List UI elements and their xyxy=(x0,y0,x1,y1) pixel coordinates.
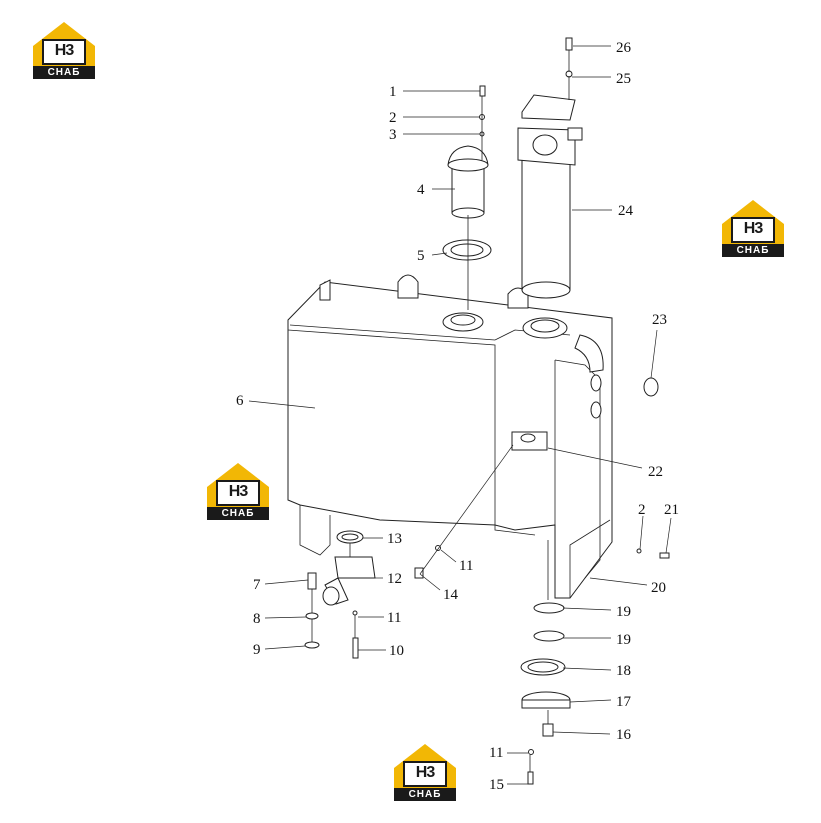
logo-subtext: СНАБ xyxy=(207,507,269,520)
callout-10: 10 xyxy=(389,643,404,659)
left-bottom-parts xyxy=(304,530,441,659)
callout-17: 17 xyxy=(616,694,632,710)
callout-2: 2 xyxy=(389,110,397,126)
breather-cap xyxy=(447,145,489,219)
logo-subtext: СНАБ xyxy=(722,244,784,257)
callout-26: 26 xyxy=(616,40,632,56)
callout-labels: 1 2 3 4 5 6 7 8 9 10 11 11 11 12 13 14 1… xyxy=(236,40,679,793)
callout-6: 6 xyxy=(236,393,244,409)
logo-subtext: СНАБ xyxy=(394,788,456,801)
brand-logo: H3 СНАБ xyxy=(207,463,269,521)
logo-text: H3 xyxy=(743,220,763,237)
logo-text: H3 xyxy=(415,764,435,781)
callout-8: 8 xyxy=(253,611,261,627)
callout-14: 14 xyxy=(443,587,459,603)
callout-23: 23 xyxy=(652,312,667,328)
logo-house-icon xyxy=(33,22,95,66)
callout-24: 24 xyxy=(618,203,634,219)
callout-11: 11 xyxy=(387,610,401,626)
callout-1: 1 xyxy=(389,84,397,100)
leader-lines xyxy=(248,45,672,785)
callout-3: 3 xyxy=(389,127,397,143)
logo-house-icon xyxy=(394,744,456,788)
top-fasteners xyxy=(479,37,573,137)
callout-25: 25 xyxy=(616,71,631,87)
right-bottom-parts xyxy=(520,377,670,785)
callout-22: 22 xyxy=(648,464,663,480)
callout-21: 21 xyxy=(664,502,679,518)
callout-9: 9 xyxy=(253,642,261,658)
callout-12: 12 xyxy=(387,571,402,587)
callout-13: 13 xyxy=(387,531,402,547)
callout-5: 5 xyxy=(417,248,425,264)
callout-16: 16 xyxy=(616,727,632,743)
callout-19: 19 xyxy=(616,604,631,620)
filter-housing xyxy=(517,94,583,299)
callout-11: 11 xyxy=(459,558,473,574)
callout-19: 19 xyxy=(616,632,631,648)
logo-text: H3 xyxy=(228,483,248,500)
logo-text: H3 xyxy=(54,42,74,59)
hydraulic-tank xyxy=(287,274,613,599)
logo-house-icon xyxy=(207,463,269,507)
callout-2: 2 xyxy=(638,502,646,518)
callout-18: 18 xyxy=(616,663,631,679)
logo-subtext: СНАБ xyxy=(33,66,95,79)
callout-4: 4 xyxy=(417,182,425,198)
gasket-ring xyxy=(442,239,492,261)
callout-20: 20 xyxy=(651,580,666,596)
callout-11: 11 xyxy=(489,745,503,761)
logo-house-icon xyxy=(722,200,784,244)
brand-logo: H3 СНАБ xyxy=(394,744,456,802)
brand-logo: H3 СНАБ xyxy=(33,22,95,80)
callout-7: 7 xyxy=(253,577,261,593)
brand-logo: H3 СНАБ xyxy=(722,200,784,258)
callout-15: 15 xyxy=(489,777,504,793)
